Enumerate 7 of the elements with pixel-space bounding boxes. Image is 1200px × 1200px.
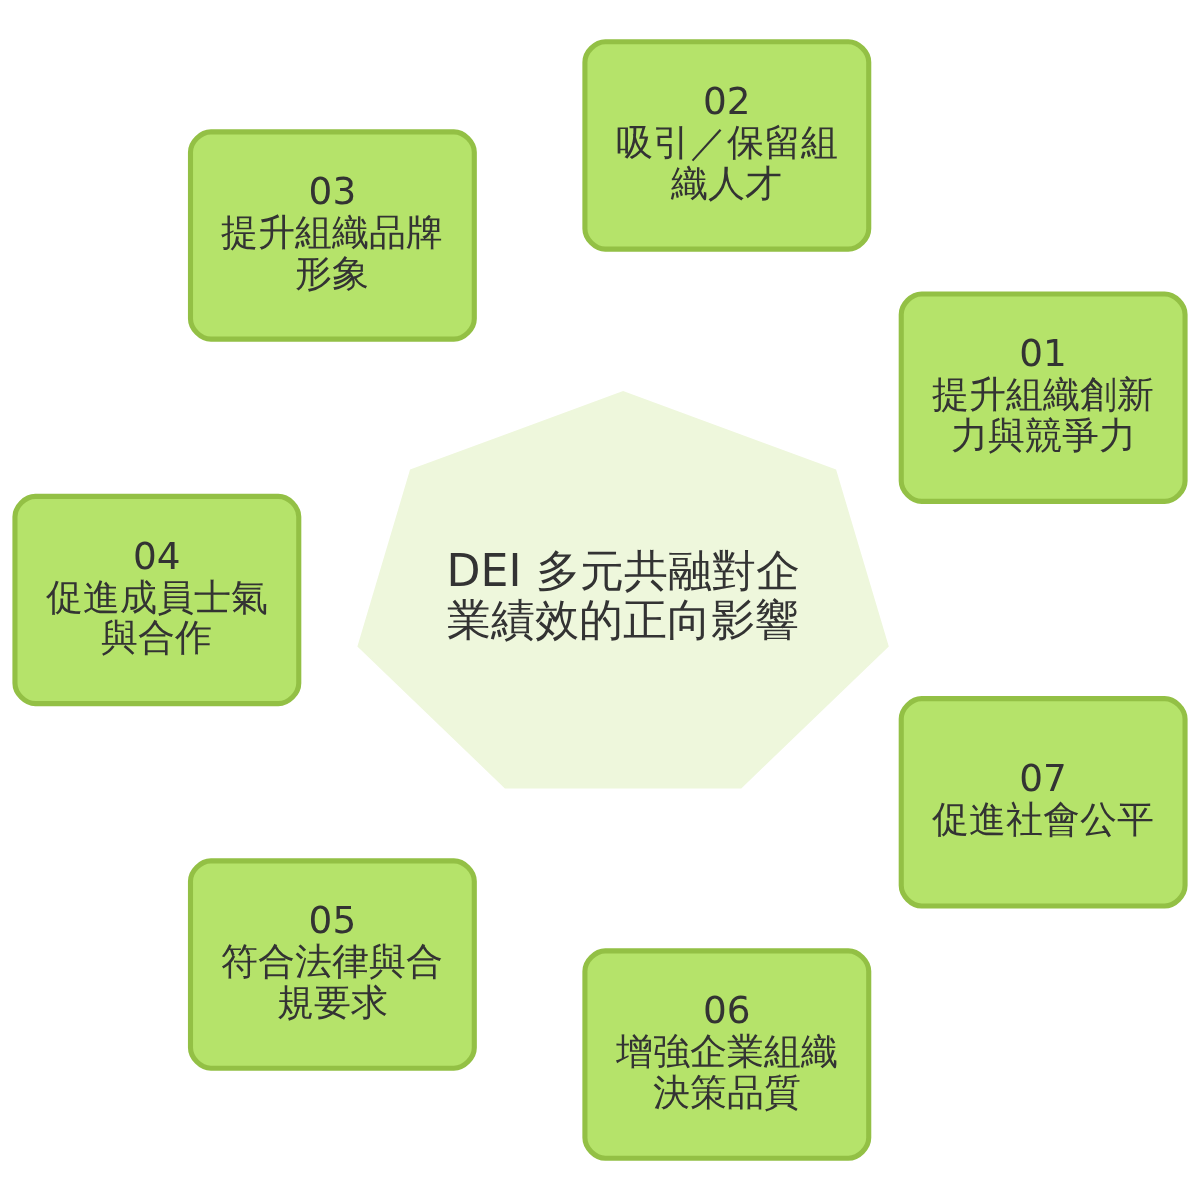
node-box: 04 促進成員士氣與合作 [12,493,302,707]
node-box: 01 提升組織創新力與競爭力 [898,291,1188,504]
node-box: 07 促進社會公平 [898,696,1188,909]
node-box: 05 符合法律與合規要求 [187,858,477,1071]
node-box: 02 吸引／保留組織人才 [582,39,872,252]
node-box: 03 提升組織品牌形象 [187,129,477,342]
node-box: 06 增強企業組織決策品質 [582,948,872,1161]
